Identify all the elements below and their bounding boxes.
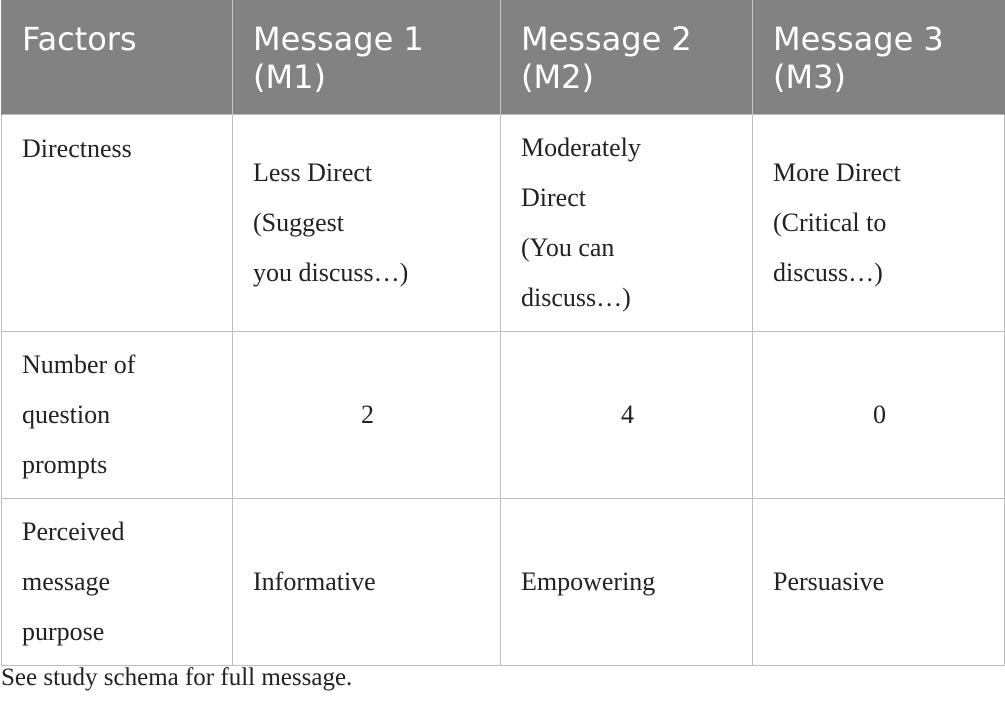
table-body: Directness Less Direct (Suggest you disc… [1, 114, 1005, 666]
cell-prompts-m3: 0 [752, 331, 1005, 499]
factor-label-line: Number of [22, 350, 136, 379]
header-message-2: Message 2 (M2) [500, 0, 753, 115]
cell-text-line: discuss…) [773, 258, 883, 287]
cell-text-line: (Suggest [253, 208, 344, 237]
cell-factor-message-purpose: Perceived message purpose [1, 498, 233, 666]
header-message-1-line-2: (M1) [253, 58, 326, 96]
factor-label-line: Perceived [22, 517, 125, 546]
message-factors-table: Factors Message 1 (M1) Message 2 (M2) Me… [1, 0, 1005, 666]
table-footnote: See study schema for full message. [1, 664, 353, 691]
cell-factor-question-prompts: Number of question prompts [1, 331, 233, 499]
cell-text-line: you discuss…) [253, 258, 409, 287]
cell-factor-directness: Directness [1, 114, 233, 332]
cell-text-line: (Critical to [773, 208, 887, 237]
header-message-1: Message 1 (M1) [232, 0, 501, 115]
cell-directness-m1: Less Direct (Suggest you discuss…) [232, 114, 501, 332]
cell-purpose-m1: Informative [232, 498, 501, 666]
cell-text-line: discuss…) [521, 283, 631, 312]
cell-directness-m3: More Direct (Critical to discuss…) [752, 114, 1005, 332]
factor-label-line: question [22, 400, 111, 429]
factor-label-line: message [22, 567, 111, 596]
header-message-3-line-2: (M3) [773, 58, 846, 96]
header-message-3: Message 3 (M3) [752, 0, 1005, 115]
cell-purpose-m3: Persuasive [752, 498, 1005, 666]
cell-prompts-m1: 2 [232, 331, 501, 499]
factor-label-line: purpose [22, 617, 105, 646]
cell-directness-m2: Moderately Direct (You can discuss…) [500, 114, 753, 332]
cell-text-line: Direct [521, 183, 586, 212]
cell-purpose-m2: Empowering [500, 498, 753, 666]
header-row: Factors Message 1 (M1) Message 2 (M2) Me… [1, 0, 1005, 115]
cell-text-line: Less Direct [253, 158, 373, 187]
factor-label-line: prompts [22, 450, 108, 479]
cell-text-line: More Direct [773, 158, 901, 187]
factor-label: Directness [22, 134, 132, 163]
cell-text-line: (You can [521, 233, 615, 262]
table-header: Factors Message 1 (M1) Message 2 (M2) Me… [1, 0, 1005, 115]
cell-prompts-m2: 4 [500, 331, 753, 499]
table-row-message-purpose: Perceived message purpose Informative Em… [1, 498, 1005, 666]
cell-text-line: Moderately [521, 133, 641, 162]
header-message-1-line-1: Message 1 [253, 20, 424, 58]
message-factors-table-container: Factors Message 1 (M1) Message 2 (M2) Me… [1, 0, 1005, 666]
table-row-directness: Directness Less Direct (Suggest you disc… [1, 114, 1005, 332]
header-factors-label: Factors [22, 20, 137, 58]
header-factors: Factors [1, 0, 233, 115]
header-message-2-line-1: Message 2 [521, 20, 692, 58]
table-row-question-prompts: Number of question prompts 2 4 0 [1, 331, 1005, 499]
header-message-2-line-2: (M2) [521, 58, 594, 96]
header-message-3-line-1: Message 3 [773, 20, 944, 58]
